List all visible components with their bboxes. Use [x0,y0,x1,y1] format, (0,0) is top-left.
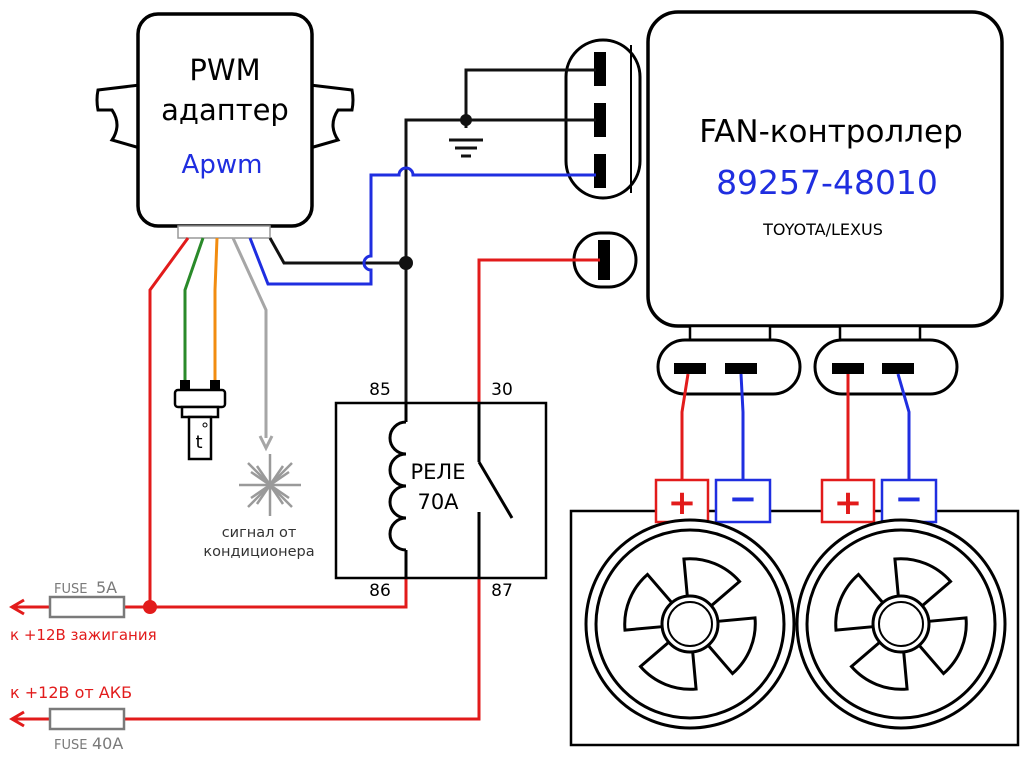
pwm-title-line1: PWM [189,53,260,87]
fan2-minus-sign: − [895,479,924,519]
connector-pin [725,363,757,374]
connector-pin [882,363,914,374]
sensor-symbol: t [195,432,202,453]
ac-signal-wire [231,237,268,438]
fan1-icon [584,518,796,730]
relay-label-line2: 70А [417,490,459,514]
battery-label: к +12В от АКБ [10,683,132,702]
fuse-battery: FUSE 40A к +12В от АКБ [10,683,132,753]
ac-signal-arrow [258,435,274,452]
fan1-plus-sign: + [668,483,697,523]
fan2-plus-terminal [820,478,876,524]
ac-signal-line1: сигнал от [222,525,297,541]
fuse-word-battery: FUSE [54,738,87,753]
relay: РЕЛЕ 70А 85 30 86 87 [334,380,548,601]
fuse-rating-ignition: 5A [96,578,117,597]
relay-pin-86: 86 [369,581,391,601]
fan-controller-body [646,10,1004,328]
fan-controller-brand: TOYOTA/LEXUS [762,220,883,239]
fuse-word-ignition: FUSE [54,582,87,597]
relay-pin-85: 85 [369,380,391,400]
ignition-wire-pwm [148,237,190,607]
relay-pin-30: 30 [491,380,513,400]
ignition-wire-relay86 [124,578,408,609]
fan-controller-title: FAN-контроллер [699,114,963,150]
junction-dot [399,256,413,270]
fuse-ignition: FUSE 5A к +12В зажигания [10,578,157,644]
sensor-wire-orange [213,237,219,384]
junction-dot [143,600,157,614]
ac-signal-line2: кондиционера [203,544,314,560]
pwm-mount-ear-right [309,83,355,150]
connector-pin [594,52,606,86]
fan-controller: FAN-контроллер 89257-48010 TOYOTA/LEXUS [564,10,1004,396]
fan1-minus-sign: − [729,479,758,519]
battery-arrow-icon [9,710,25,728]
fan2-minus-wire [896,373,911,480]
connector-pin [674,363,706,374]
fan2-minus-terminal [880,478,938,524]
pwm-signal-wire [248,166,596,286]
sensor-wire-green [183,237,205,384]
fan1-plus-wire [680,373,690,480]
pwm-connector [177,225,271,239]
relay-switch-icon [477,461,514,519]
ignition-label: к +12В зажигания [10,626,157,644]
snowflake-icon [239,454,301,516]
relay30-wire [477,258,600,403]
fan-controller-part-number: 89257-48010 [716,163,938,202]
connector-pin [832,363,864,374]
connector-pin [594,154,606,188]
pwm-adapter: PWM адаптер Apwm [95,12,355,239]
connector-pin [594,103,606,137]
battery-wire [124,512,481,721]
fuse-rating-battery: 40A [92,734,123,753]
connector-pin [598,240,610,280]
pwm-title-line2: адаптер [161,93,289,127]
fuse-5a-icon [48,595,126,619]
fan2-plus-sign: + [834,483,863,523]
fan-assembly: + − + − [569,478,1020,747]
fan1-minus-terminal [714,478,772,524]
pwm-subtitle: Apwm [182,150,263,180]
ignition-arrow-icon [9,598,25,616]
junction-dot [460,114,472,126]
pwm-mount-ear-left [95,83,141,150]
temperature-sensor: t [173,380,227,461]
relay-body [334,401,548,580]
relay-pin-87: 87 [491,581,513,601]
fan1-minus-wire [739,373,745,480]
fuse-40a-icon [48,707,126,731]
fan2-icon [795,518,1007,730]
relay-coil-icon [388,420,407,552]
relay-label-line1: РЕЛЕ [411,460,466,484]
ground-icon [449,138,483,158]
